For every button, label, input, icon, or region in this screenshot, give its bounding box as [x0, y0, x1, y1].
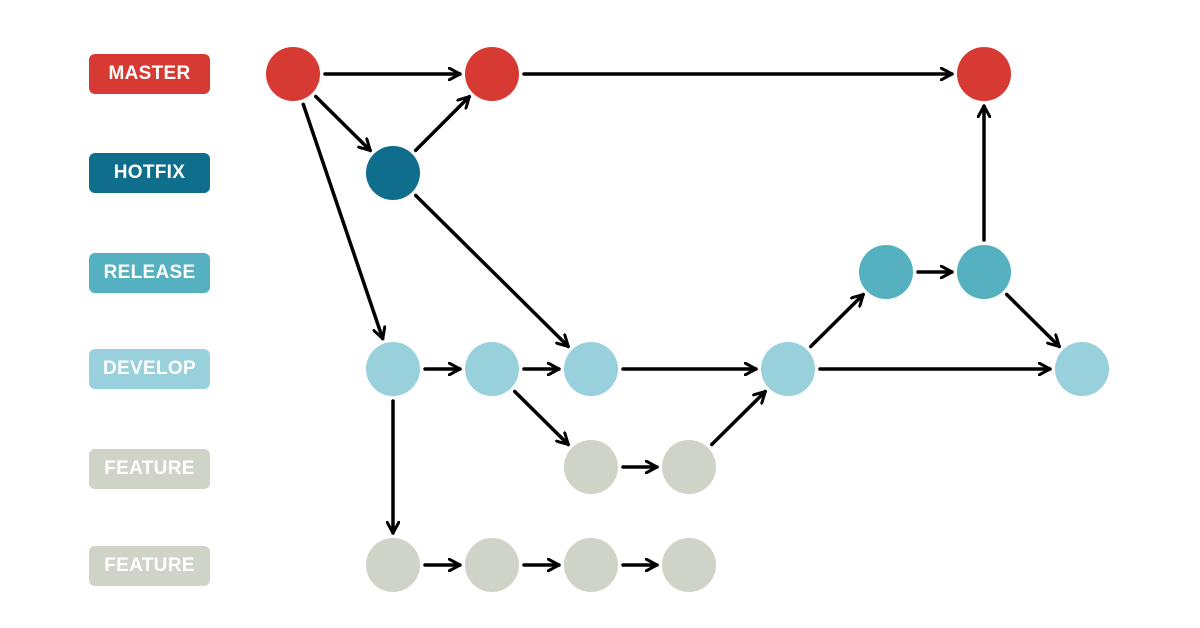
commit-node-f2c: [564, 538, 618, 592]
commit-node-f1b: [662, 440, 716, 494]
commit-node-h1: [366, 146, 420, 200]
lane-label-hotfix: HOTFIX: [89, 153, 210, 193]
lane-label-feature-1: FEATURE: [89, 449, 210, 489]
lane-label-develop: DEVELOP: [89, 349, 210, 389]
edges-layer: [301, 74, 1062, 565]
commit-node-d4: [761, 342, 815, 396]
commit-node-d5: [1055, 342, 1109, 396]
commit-node-d1: [366, 342, 420, 396]
edge-m1-d1: [301, 102, 382, 341]
lane-label-release: RELEASE: [89, 253, 210, 293]
commit-node-f2b: [465, 538, 519, 592]
commit-node-f2d: [662, 538, 716, 592]
edge-h1-m2: [413, 94, 472, 153]
commit-node-f1a: [564, 440, 618, 494]
edge-r2-d5: [1004, 292, 1062, 349]
edge-m1-h1: [313, 94, 373, 153]
commit-node-m1: [266, 47, 320, 101]
commit-node-f2a: [366, 538, 420, 592]
edge-d2-f1a: [512, 389, 571, 447]
commit-node-d3: [564, 342, 618, 396]
nodes-layer: [266, 47, 1109, 592]
commit-node-d2: [465, 342, 519, 396]
edge-d4-r1: [808, 292, 866, 349]
edge-f1b-d4: [709, 389, 768, 447]
commit-node-m2: [465, 47, 519, 101]
commit-node-m3: [957, 47, 1011, 101]
commit-node-r2: [957, 245, 1011, 299]
edge-h1-d3: [413, 193, 571, 349]
lane-label-master: MASTER: [89, 54, 210, 94]
lane-label-feature-2: FEATURE: [89, 546, 210, 586]
commit-node-r1: [859, 245, 913, 299]
